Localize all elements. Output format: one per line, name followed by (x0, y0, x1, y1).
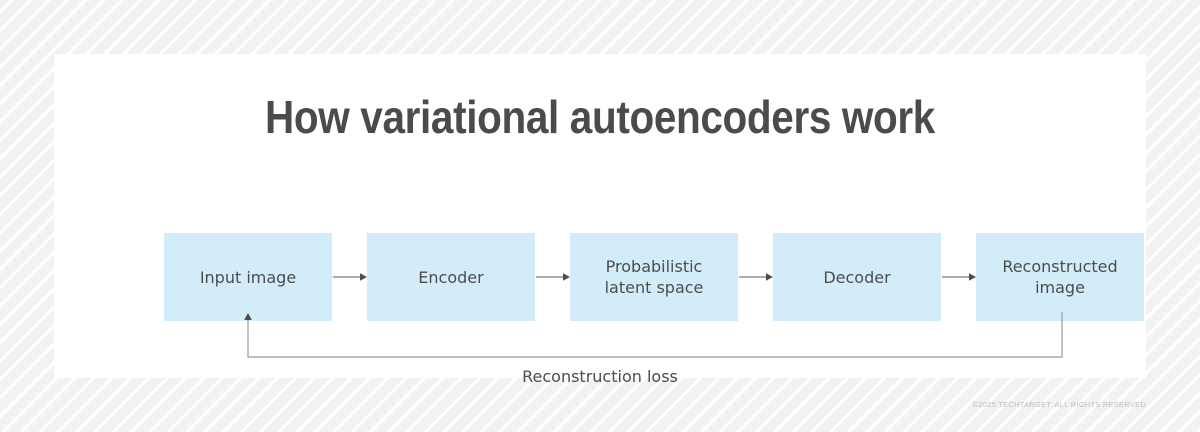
copyright-notice: ©2025 TECHTARGET. ALL RIGHTS RESERVED (972, 400, 1146, 409)
flow-node-input-image: Input image (164, 233, 332, 321)
arrow-right-icon-decoder-to-reconstructed (942, 273, 976, 281)
flow-node-input-image-label: Input image (199, 267, 297, 287)
content-card: How variational autoencoders work Input … (54, 54, 1146, 386)
flow-node-latent-space: Probabilistic latent space (570, 233, 738, 321)
arrow-right-icon-latent-to-decoder (739, 273, 773, 281)
flow-node-encoder-label: Encoder (418, 267, 484, 287)
flow-node-reconstructed-image-label-line1: Reconstructed (1002, 257, 1118, 276)
flow-node-reconstructed-image: Reconstructed image (976, 233, 1144, 321)
feedback-loop-connector (244, 312, 1063, 358)
feedback-loop-label: Reconstruction loss (522, 367, 678, 386)
flow-node-latent-space-label-line1: Probabilistic (605, 257, 703, 276)
arrow-right-icon-input-to-encoder (333, 273, 367, 281)
arrow-right-icon-encoder-to-latent (536, 273, 570, 281)
flow-node-encoder: Encoder (367, 233, 535, 321)
flow-node-latent-space-label-line2: latent space (604, 278, 704, 297)
flow-node-reconstructed-image-label-line2: image (1035, 278, 1085, 297)
flow-node-decoder-label: Decoder (823, 267, 891, 287)
flow-node-decoder: Decoder (773, 233, 941, 321)
page-title: How variational autoencoders work (265, 91, 935, 143)
